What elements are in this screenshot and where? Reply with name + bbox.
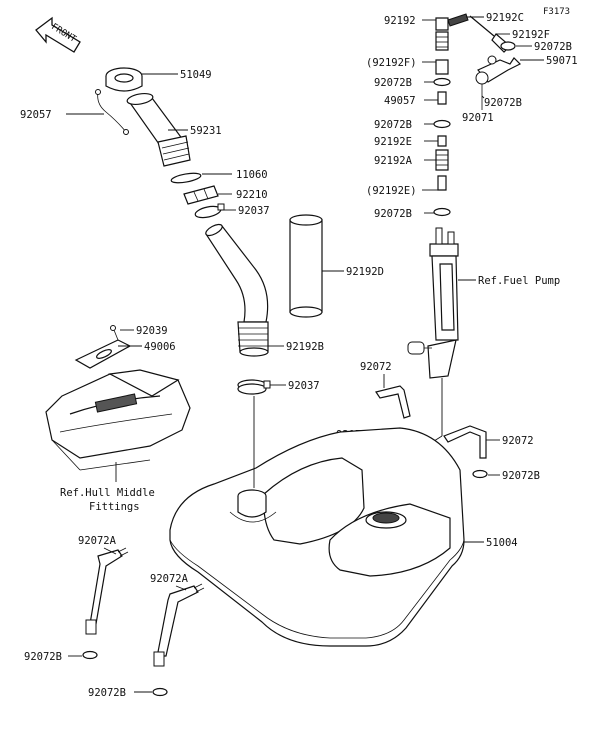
label-92072b-4: 92072B: [374, 208, 412, 220]
label-92072b-8: 92072B: [88, 687, 126, 699]
clip-92072b-8: [152, 687, 168, 697]
label-92039: 92039: [136, 325, 168, 337]
label-11060: 11060: [236, 169, 268, 181]
label-92192b: 92192B: [286, 341, 324, 353]
fuel-line-chain: [433, 13, 522, 217]
hose-clamp-lower: [237, 379, 271, 395]
label-92192a: 92192A: [374, 155, 413, 167]
label-92037-upper: 92037: [238, 205, 270, 217]
label-92072b-2: 92072B: [484, 97, 522, 109]
label-92192: 92192: [384, 15, 416, 27]
label-92071: 92071: [462, 112, 494, 124]
clip-92072b-7: [82, 650, 98, 660]
label-92192e: 92192E: [374, 136, 412, 148]
label-92192f-paren: (92192F): [366, 57, 417, 69]
label-92072b-7: 92072B: [24, 651, 62, 663]
strap-92072a-1: [85, 547, 129, 635]
label-92072-b: 92072: [502, 435, 534, 447]
ref-hull-line1: Ref.Hull Middle: [60, 487, 155, 499]
label-92072b-1: 92072B: [374, 77, 412, 89]
label-92072a-1: 92072A: [78, 535, 117, 547]
label-92057: 92057: [20, 109, 52, 121]
label-59071: 59071: [546, 55, 578, 67]
label-92210: 92210: [236, 189, 268, 201]
strap-92072-a: [375, 385, 411, 419]
hull-fitting: [45, 339, 191, 471]
filler-cap: [105, 67, 143, 92]
figure-code: F3173: [543, 7, 570, 17]
screw-92039: [110, 325, 119, 341]
neck-nut: [183, 185, 219, 205]
label-51004: 51004: [486, 537, 518, 549]
fuel-pump: [407, 227, 459, 379]
fuel-tank: [169, 427, 465, 647]
label-92072b-6: 92072B: [502, 470, 540, 482]
strap-92072-b: [443, 425, 487, 459]
clip-92072b-6: [472, 469, 488, 479]
label-49057: 49057: [384, 95, 416, 107]
hose-clamp-upper: [194, 203, 225, 219]
label-92072-a: 92072: [360, 361, 392, 373]
filler-neck: [126, 92, 191, 167]
label-49006: 49006: [144, 341, 176, 353]
strap-92072a-2: [153, 583, 205, 667]
label-92072a-2: 92072A: [150, 573, 189, 585]
label-92192e-paren: (92192E): [366, 185, 417, 197]
label-92072b-top: 92072B: [534, 41, 572, 53]
fuel-hose-bent: [205, 223, 269, 357]
label-92192f: 92192F: [512, 29, 550, 41]
label-92192d: 92192D: [346, 266, 384, 278]
cap-tether: [95, 89, 129, 135]
label-59231: 59231: [190, 125, 222, 137]
fuel-hose-straight: [289, 214, 323, 318]
label-51049: 51049: [180, 69, 212, 81]
o-ring: [170, 172, 202, 184]
ref-hull-line2: Fittings: [89, 501, 140, 513]
ref-fuel-pump: Ref.Fuel Pump: [478, 275, 560, 287]
label-92192c: 92192C: [486, 12, 524, 24]
label-92037-lower: 92037: [288, 380, 320, 392]
label-92072b-3: 92072B: [374, 119, 412, 131]
front-arrow-icon: FRONT: [35, 16, 81, 53]
